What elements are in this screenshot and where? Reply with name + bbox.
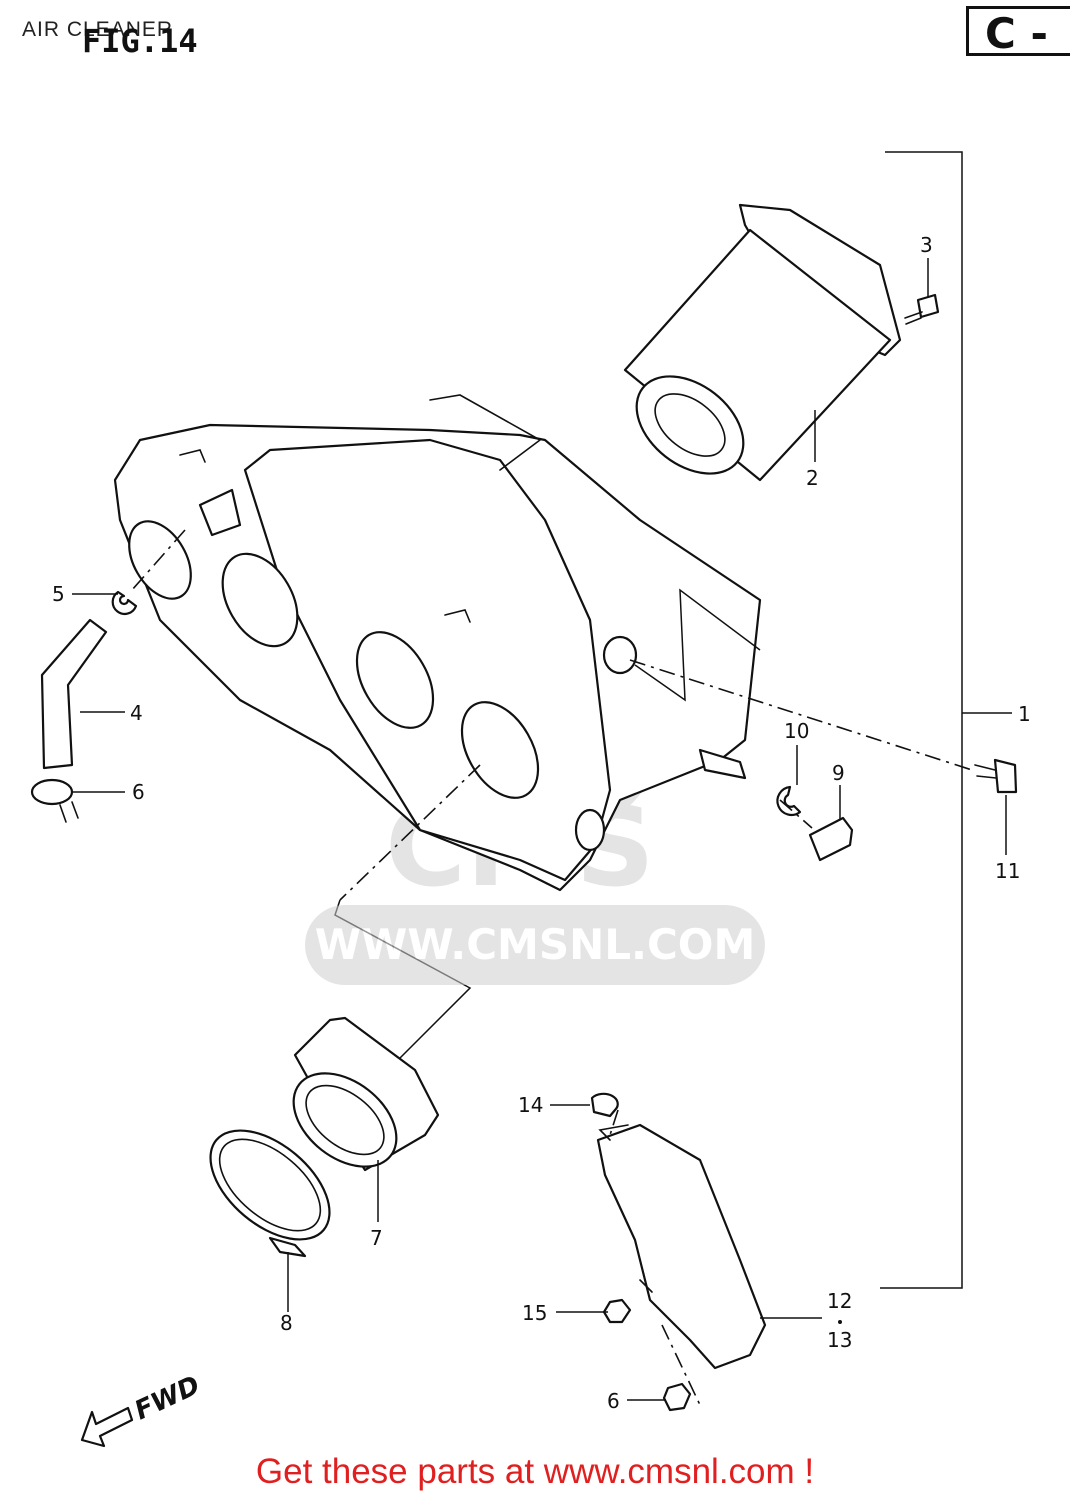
diagram-title: AIR CLEANER (22, 18, 174, 41)
clamp-6-upper (30, 778, 79, 823)
callout-13: 13 (827, 1328, 852, 1352)
callout-10: 10 (784, 719, 809, 743)
air-cleaner-box (113, 394, 762, 892)
clamp-band-8 (209, 1129, 331, 1258)
callout-14: 14 (518, 1093, 543, 1117)
figure-label: FIG.14 (82, 22, 198, 60)
callout-4: 4 (130, 701, 143, 725)
callout-labels: 1 2 3 4 5 6 7 8 9 10 11 12 13 14 15 6 (52, 233, 1031, 1413)
forward-arrow: FWD (80, 1370, 205, 1448)
callout-11: 11 (995, 859, 1020, 883)
callout-12: 12 (827, 1289, 852, 1313)
callout-6-lower: 6 (607, 1389, 620, 1413)
callout-8: 8 (280, 1311, 293, 1335)
bolt-11 (974, 758, 1018, 794)
callout-2: 2 (806, 466, 819, 490)
callout-1: 1 (1018, 702, 1031, 726)
cap-9 (808, 816, 854, 862)
side-cover-12 (596, 1123, 767, 1370)
callout-7: 7 (370, 1226, 383, 1250)
group-bracket-1 (880, 151, 1012, 1289)
screw-3 (904, 293, 940, 325)
callout-9: 9 (832, 761, 845, 785)
nut-6-lower (662, 1382, 692, 1412)
air-filter-element (623, 203, 902, 482)
grommet-14 (590, 1092, 619, 1118)
clip-10 (776, 785, 802, 817)
forward-label: FWD (130, 1370, 204, 1426)
section-badge: C - (966, 6, 1070, 58)
footer-call-to-action[interactable]: Get these parts at www.cmsnl.com ! (255, 1452, 815, 1491)
callout-15: 15 (522, 1301, 547, 1325)
watermark-url: WWW.CMSNL.COM (305, 905, 765, 985)
callout-6-upper: 6 (132, 780, 145, 804)
leader-lines (72, 258, 1007, 1401)
clip-5 (111, 590, 138, 616)
hose-4 (40, 618, 108, 770)
nut-15 (602, 1298, 632, 1324)
callout-3: 3 (920, 233, 933, 257)
callout-separator-dot (838, 1320, 842, 1324)
intake-boot-7 (292, 1016, 440, 1172)
callout-5: 5 (52, 582, 65, 606)
